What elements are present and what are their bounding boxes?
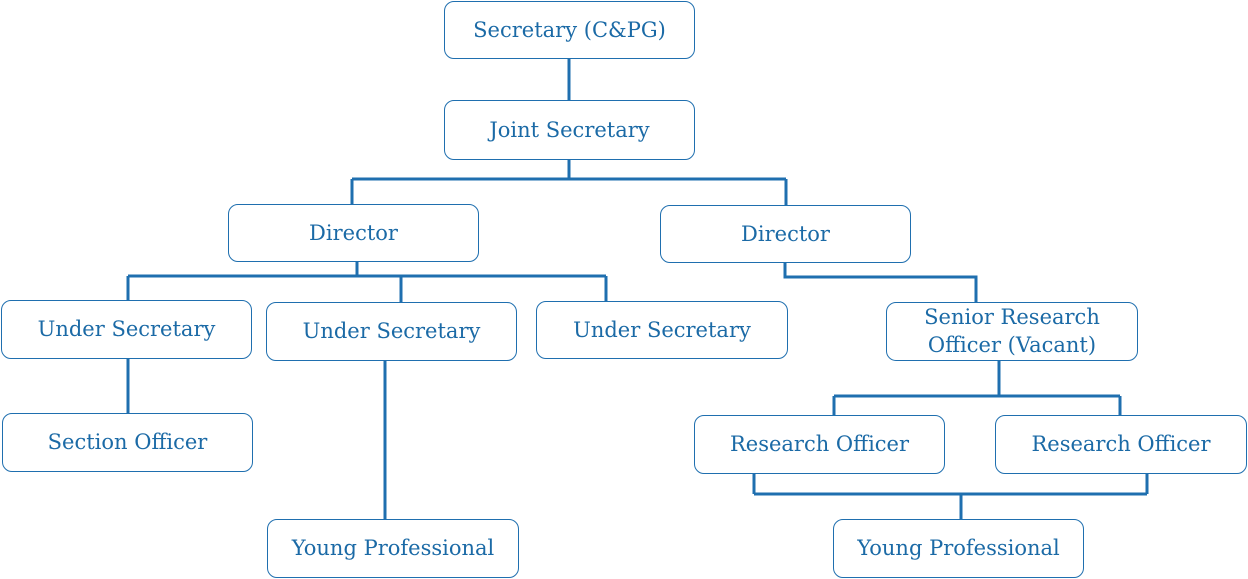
node-joint-secretary-label: Joint Secretary <box>489 117 650 142</box>
node-under-secretary-2: Under Secretary <box>266 302 517 361</box>
connector-director-right-sro <box>783 263 978 302</box>
node-research-officer-1-label: Research Officer <box>729 432 910 457</box>
node-under-secretary-1-label: Under Secretary <box>37 317 216 342</box>
node-director-left: Director <box>228 204 479 262</box>
node-under-secretary-3: Under Secretary <box>536 301 788 359</box>
node-research-officer-2: Research Officer <box>995 415 1247 474</box>
node-young-professional-right: Young Professional <box>833 519 1084 578</box>
node-director-right-label: Director <box>741 221 830 246</box>
node-senior-research-officer: Senior Research Officer (Vacant) <box>886 302 1138 361</box>
node-research-officer-1: Research Officer <box>694 415 945 474</box>
node-senior-research-officer-label-line1: Senior Research <box>924 305 1100 330</box>
node-director-right: Director <box>660 205 911 263</box>
node-director-left-label: Director <box>309 220 398 245</box>
node-section-officer-label: Section Officer <box>47 430 208 455</box>
node-joint-secretary: Joint Secretary <box>444 100 695 160</box>
node-under-secretary-2-label: Under Secretary <box>302 319 481 344</box>
node-secretary: Secretary (C&PG) <box>444 1 695 59</box>
node-section-officer: Section Officer <box>2 413 253 472</box>
node-under-secretary-1: Under Secretary <box>1 300 252 359</box>
node-under-secretary-3-label: Under Secretary <box>573 317 751 342</box>
node-young-professional-right-label: Young Professional <box>857 536 1060 561</box>
node-young-professional-left: Young Professional <box>267 519 519 578</box>
node-senior-research-officer-label-line2: Officer (Vacant) <box>927 332 1097 357</box>
node-young-professional-left-label: Young Professional <box>291 536 495 561</box>
node-research-officer-2-label: Research Officer <box>1031 432 1211 457</box>
node-secretary-label: Secretary (C&PG) <box>473 17 666 42</box>
